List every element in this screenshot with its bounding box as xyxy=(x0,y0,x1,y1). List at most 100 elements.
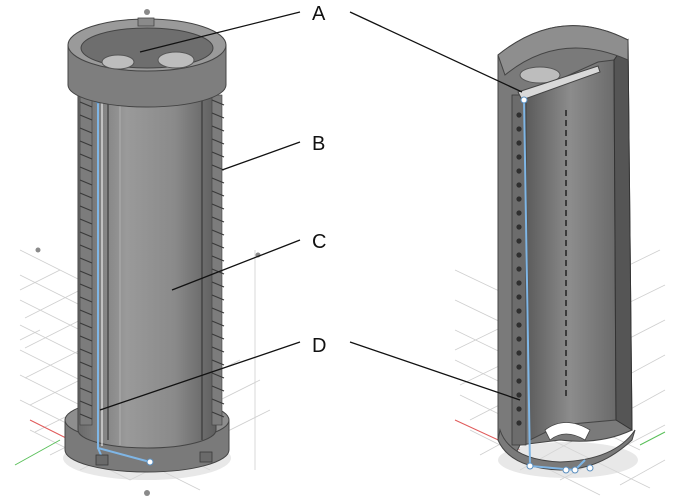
left-top-hole xyxy=(101,54,135,70)
rack-tooth xyxy=(211,203,225,210)
rack-tooth xyxy=(211,359,225,366)
rack-tooth xyxy=(79,387,93,394)
leader-a-right xyxy=(349,11,523,93)
rack-tooth xyxy=(79,374,93,381)
leader-b xyxy=(221,141,301,171)
rack-tooth xyxy=(211,177,225,184)
rack-tooth xyxy=(79,140,93,147)
rack-tooth xyxy=(211,164,225,171)
left-tube-body xyxy=(77,84,217,449)
rack-tooth xyxy=(79,244,93,251)
wall-hole xyxy=(516,336,522,342)
rack-tooth xyxy=(79,400,93,407)
rack-tooth xyxy=(79,101,93,108)
wall-hole xyxy=(516,168,522,174)
rack-tooth xyxy=(79,322,93,329)
rack-tooth xyxy=(211,229,225,236)
rack-tooth xyxy=(211,294,225,301)
right-top-bar xyxy=(517,65,601,101)
left-top-hole xyxy=(157,51,195,69)
leader-c xyxy=(171,239,301,291)
rack-tooth xyxy=(211,255,225,262)
assembled-tube xyxy=(63,17,231,480)
right-inner-cavity xyxy=(524,59,617,441)
rack-tooth xyxy=(211,125,225,132)
wall-hole xyxy=(516,350,522,356)
rack-tooth xyxy=(79,309,93,316)
construction-dot xyxy=(144,9,150,15)
sectioned-tube xyxy=(497,25,638,478)
rack-tooth xyxy=(211,320,225,327)
wall-hole xyxy=(516,294,522,300)
rack-tooth xyxy=(211,242,225,249)
wall-hole xyxy=(516,210,522,216)
rack-tooth xyxy=(211,372,225,379)
rack-tooth xyxy=(79,166,93,173)
callout-c-label: C xyxy=(312,231,326,253)
rack-tooth xyxy=(211,216,225,223)
wall-hole xyxy=(516,308,522,314)
wall-hole xyxy=(516,140,522,146)
rack-tooth xyxy=(211,398,225,405)
rack-tooth xyxy=(79,283,93,290)
leader-d-right xyxy=(349,341,521,401)
rack-tooth xyxy=(211,151,225,158)
rack-tooth xyxy=(79,114,93,121)
rack-tooth xyxy=(79,413,93,420)
rack-tooth xyxy=(79,361,93,368)
wall-hole xyxy=(516,224,522,230)
rack-tooth xyxy=(211,99,225,106)
leader-d-left xyxy=(99,341,301,411)
leader-lines xyxy=(99,11,523,411)
right-top-rim xyxy=(497,25,629,76)
left-rack-teeth xyxy=(211,99,225,418)
wall-hole xyxy=(516,112,522,118)
callout-a-label: A xyxy=(312,3,326,25)
rack-tooth xyxy=(211,333,225,340)
rack-tooth xyxy=(79,270,93,277)
rack-tooth xyxy=(211,190,225,197)
wall-hole xyxy=(516,238,522,244)
rack-tooth xyxy=(211,281,225,288)
wall-hole xyxy=(516,196,522,202)
rack-tooth xyxy=(79,218,93,225)
rack-tooth xyxy=(79,192,93,199)
rack-tooth xyxy=(79,257,93,264)
wall-hole xyxy=(516,266,522,272)
rack-tooth xyxy=(79,296,93,303)
callout-b-label: B xyxy=(312,133,325,155)
rack-tooth xyxy=(211,411,225,418)
wall-hole xyxy=(516,322,522,328)
left-rack-teeth-front xyxy=(79,101,93,420)
rack-tooth xyxy=(79,335,93,342)
wall-hole xyxy=(516,252,522,258)
rack-tooth xyxy=(79,179,93,186)
wall-hole xyxy=(516,392,522,398)
rack-tooth xyxy=(79,127,93,134)
rack-tooth xyxy=(211,307,225,314)
right-sketch-line xyxy=(523,97,586,472)
wall-hole xyxy=(516,378,522,384)
construction-dot xyxy=(35,247,41,253)
rack-tooth xyxy=(211,112,225,119)
callout-d-label: D xyxy=(312,335,326,357)
wall-hole xyxy=(516,364,522,370)
construction-dot xyxy=(144,490,150,496)
wall-hole xyxy=(516,182,522,188)
wall-hole xyxy=(516,154,522,160)
wall-hole xyxy=(516,406,522,412)
right-wall-holes xyxy=(516,112,522,426)
rack-tooth xyxy=(79,205,93,212)
rack-tooth xyxy=(79,348,93,355)
rack-tooth xyxy=(211,346,225,353)
leader-a-left xyxy=(139,11,301,53)
wall-hole xyxy=(516,280,522,286)
rack-tooth xyxy=(211,138,225,145)
rack-tooth xyxy=(79,153,93,160)
rack-tooth xyxy=(79,231,93,238)
rack-tooth xyxy=(211,385,225,392)
wall-hole xyxy=(516,126,522,132)
wall-hole xyxy=(516,420,522,426)
